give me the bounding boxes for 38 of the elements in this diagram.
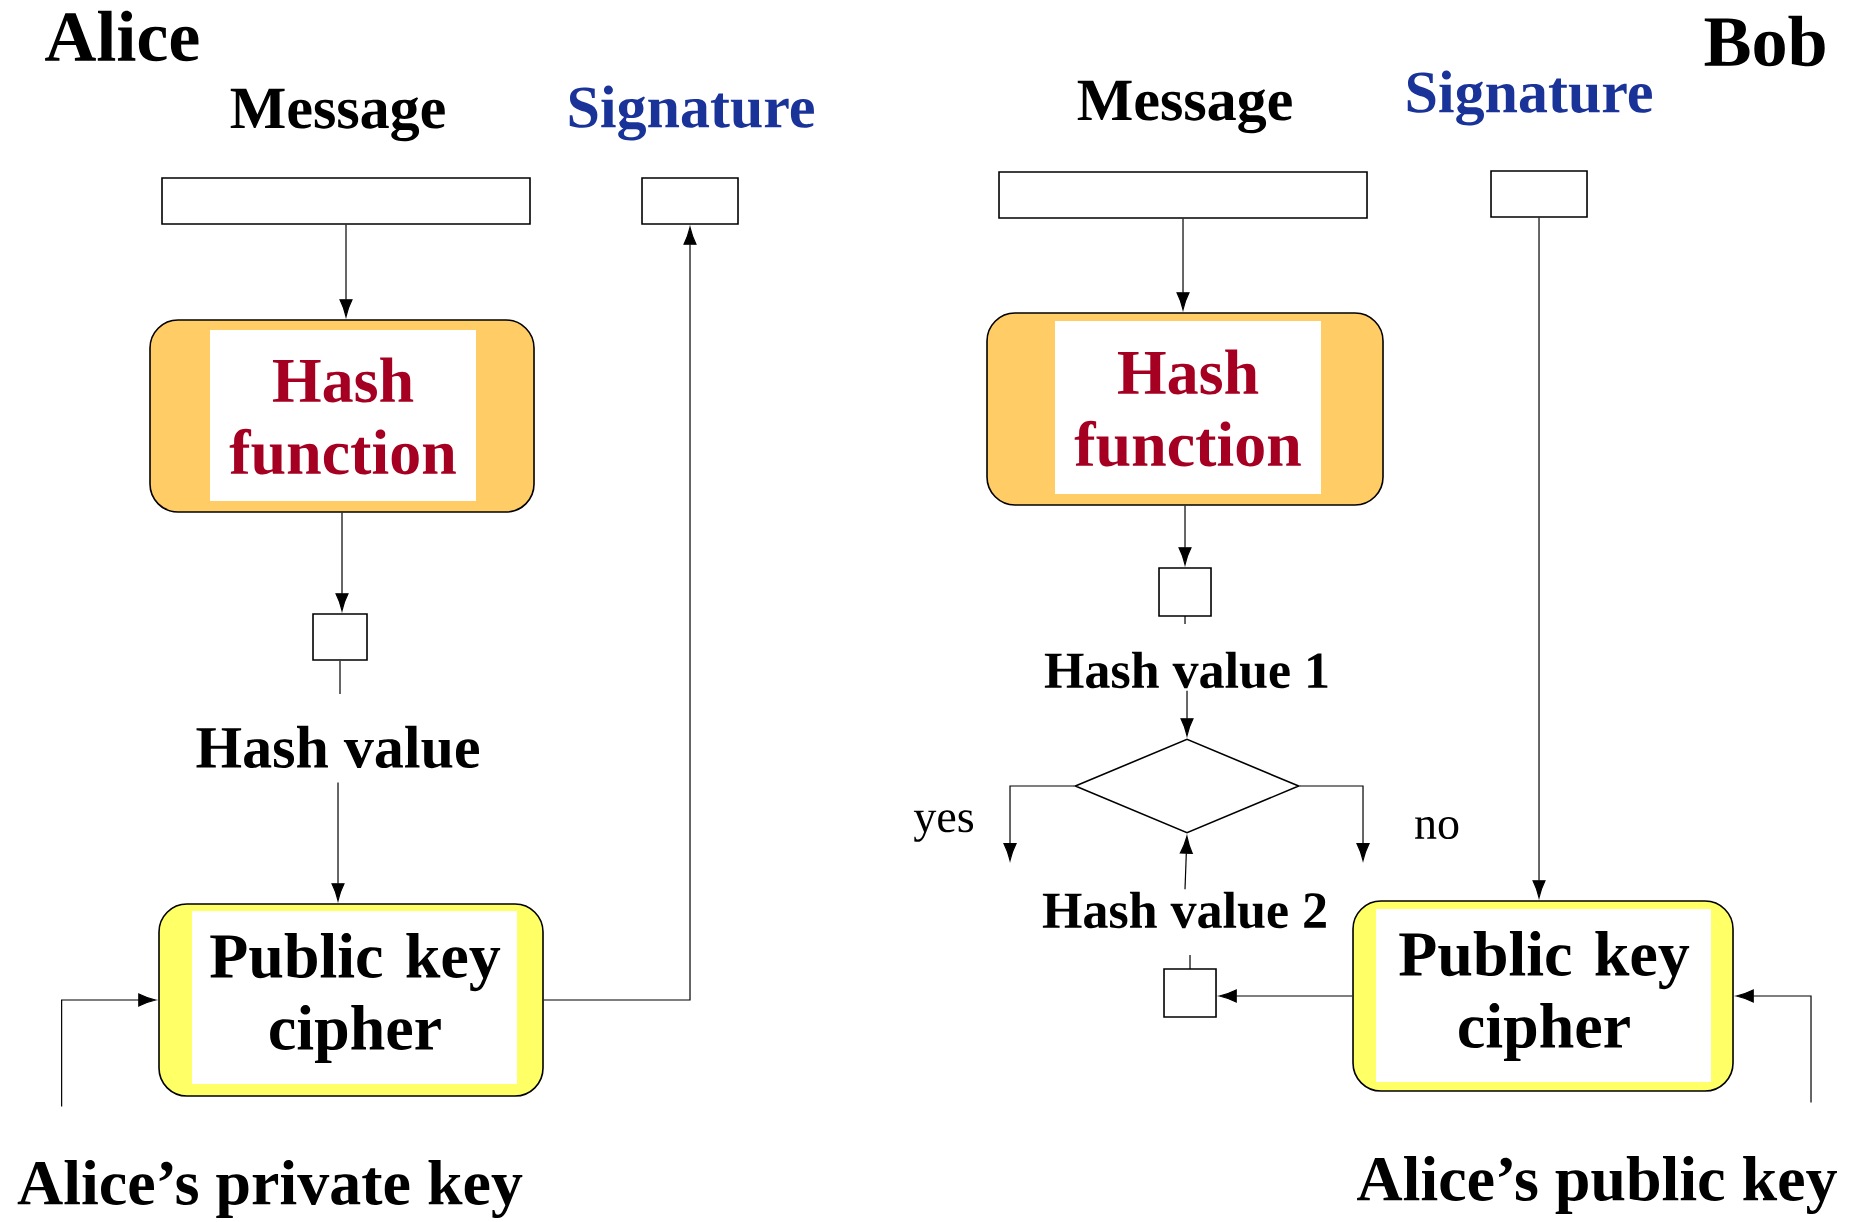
arrow [1003, 785, 1075, 861]
arrow [1299, 785, 1370, 861]
hash-value-box: Hash value 2 [1042, 891, 1326, 1018]
hash-value-box: Hash value [196, 613, 479, 769]
key-label: Alice’s public key [1357, 1155, 1837, 1215]
cipher-box: Public key cipher [158, 903, 544, 1097]
edge-label: yes [911, 808, 977, 844]
arrow [61, 993, 157, 1108]
message-box: Message [161, 88, 531, 225]
arrow [1180, 690, 1194, 737]
signature-box: Signature [1407, 70, 1652, 218]
person-name: Bob [1704, 15, 1825, 67]
node-label: Hash value [196, 725, 479, 769]
arrow [1735, 989, 1812, 1104]
arrow [331, 782, 345, 902]
edge-label: no [1412, 814, 1462, 842]
key-label: Alice’s private key [17, 1159, 523, 1219]
arrow [1176, 218, 1190, 311]
hash-function-box: Hash function [149, 319, 535, 513]
node-label: Message [1077, 80, 1292, 134]
node-label: Signature [1407, 70, 1652, 126]
node-label: Hash value 2 [1042, 891, 1326, 929]
node-label: Signature [569, 85, 814, 141]
arrow [339, 224, 353, 318]
arrow [1218, 989, 1353, 1003]
arrow [335, 512, 349, 612]
signature-box: Signature [569, 85, 814, 225]
node-label: Hash value 1 [1044, 651, 1328, 689]
arrow [1532, 217, 1546, 899]
node-label: Message [230, 88, 445, 142]
hash-value-box: Hash value 1 [1044, 567, 1328, 689]
cipher-box: Public key cipher [1352, 900, 1734, 1092]
arrow [543, 226, 697, 1001]
arrow [1179, 835, 1193, 890]
message-box: Message [998, 80, 1368, 219]
arrow [1178, 505, 1192, 566]
person-name: Alice [45, 10, 199, 62]
hash-function-box: Hash function [986, 312, 1384, 506]
